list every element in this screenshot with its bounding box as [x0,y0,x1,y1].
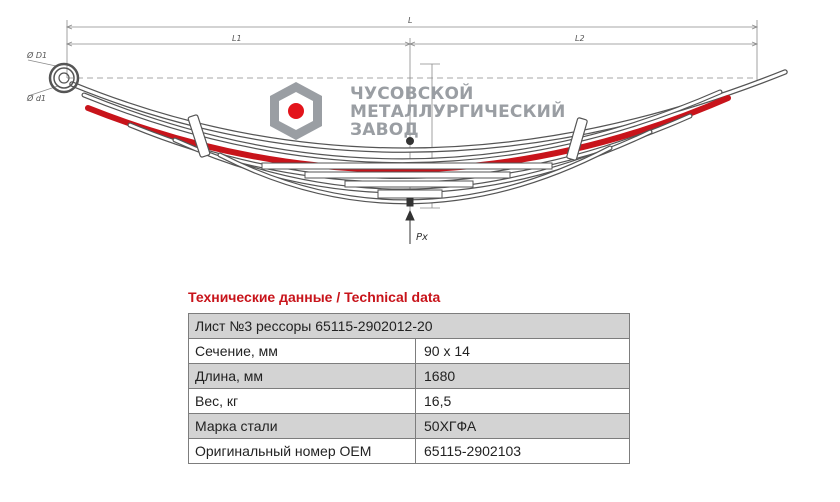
spec-row: Вес, кг 16,5 [188,388,630,414]
spec-table: Лист №3 рессоры 65115-2902012-20 Сечение… [188,313,630,464]
spec-label: Вес, кг [188,388,416,414]
logo-line-3: ЗАВОД [350,120,419,140]
force-arrow [405,209,415,244]
spec-label: Сечение, мм [188,338,416,364]
spec-value: 16,5 [415,388,630,414]
spec-label: Длина, мм [188,363,416,389]
spec-label: Марка стали [188,413,416,439]
spec-row: Марка стали 50ХГФА [188,413,630,439]
force-label: Px [416,232,428,243]
logo-line-1: ЧУСОВСКОЙ [350,82,474,104]
spec-header-row: Лист №3 рессоры 65115-2902012-20 [188,313,630,339]
spec-header-cell: Лист №3 рессоры 65115-2902012-20 [188,313,630,339]
center-bolt [406,137,414,207]
dim-eye-inner-label: Ø d1 [26,93,46,103]
factory-logo-icon [270,82,322,140]
spec-value: 1680 [415,363,630,389]
spec-row: Сечение, мм 90 х 14 [188,338,630,364]
spec-value: 65115-2902103 [415,438,630,464]
dim-right-label: L2 [575,34,585,43]
dim-eye-outer-label: Ø D1 [26,50,47,60]
logo-line-2: МЕТАЛЛУРГИЧЕСКИЙ [350,100,566,122]
spec-label: Оригинальный номер OEM [188,438,416,464]
spec-value: 50ХГФА [415,413,630,439]
leaf-2-inner [82,90,722,163]
spring-eye [48,62,80,94]
dim-left-label: L1 [232,34,242,43]
leaf-spring-drawing: L L1 L2 Ø D1 Ø d1 [26,16,788,244]
spec-value: 90 х 14 [415,338,630,364]
spec-row: Оригинальный номер OEM 65115-2902103 [188,438,630,464]
lower-leaves [261,162,553,199]
spec-title: Технические данные / Technical data [188,289,441,305]
factory-logo: ЧУСОВСКОЙ МЕТАЛЛУРГИЧЕСКИЙ ЗАВОД [270,82,566,140]
spring-clips [187,114,588,161]
dim-total-label: L [408,16,412,25]
spec-row: Длина, мм 1680 [188,363,630,389]
